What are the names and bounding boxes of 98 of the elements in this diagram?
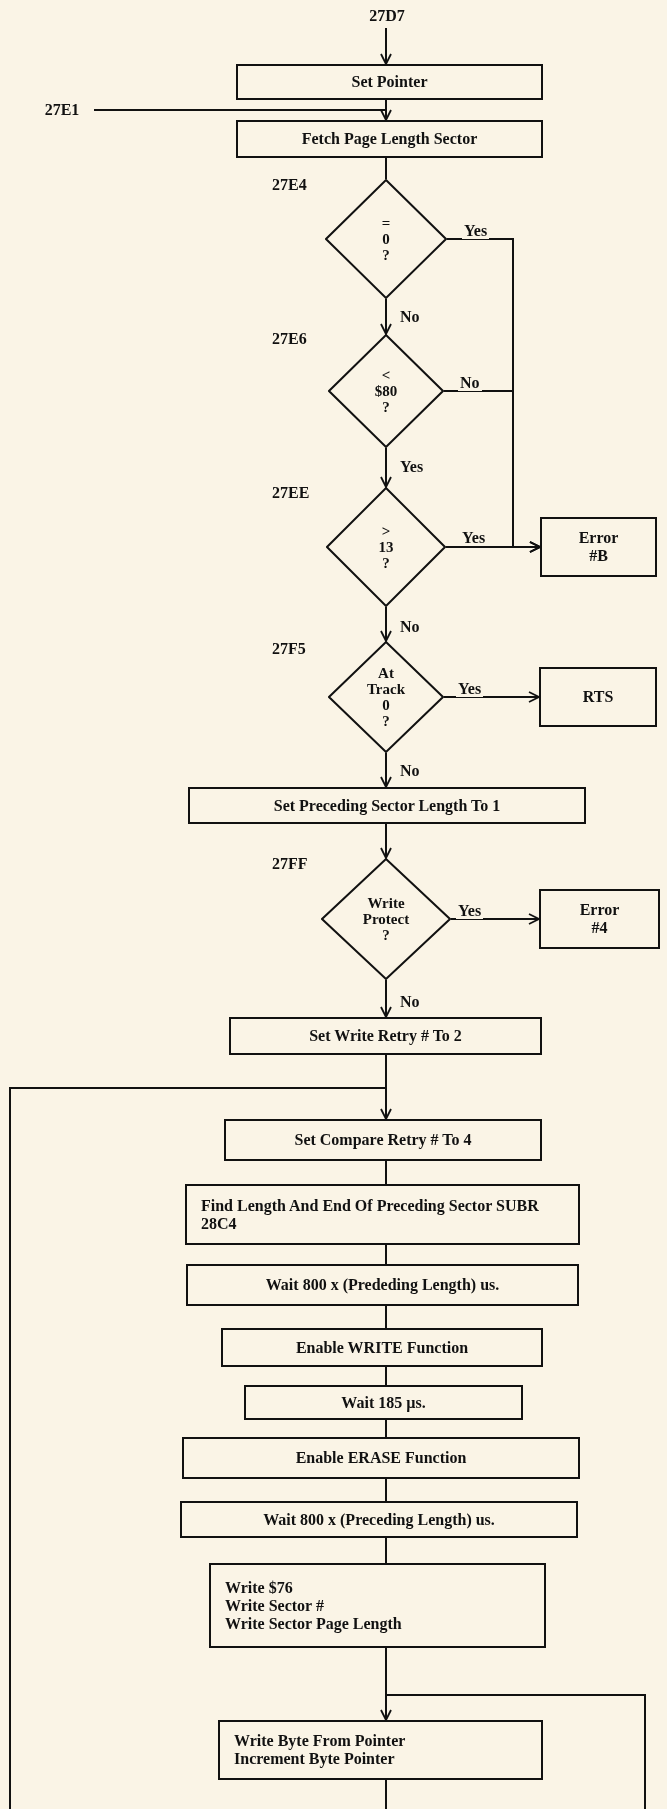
node-text: Write $76: [225, 1578, 293, 1597]
node-text: =: [381, 215, 391, 231]
node-text: #B: [589, 547, 608, 565]
arrow: [380, 447, 392, 488]
decision-diamond: [328, 641, 444, 753]
connector-line: [385, 1244, 387, 1265]
process-box: [540, 517, 657, 577]
node-text: ?: [382, 927, 390, 943]
connector-line: [385, 1419, 387, 1438]
process-box: [229, 1017, 542, 1055]
node-text: Set Pointer: [351, 73, 428, 91]
node-text: RTS: [582, 688, 614, 706]
node-text: Set Write Retry # To 2: [309, 1027, 462, 1045]
address-label: 27FF: [272, 855, 308, 873]
edge-label: Yes: [456, 680, 484, 697]
process-box: [539, 889, 660, 949]
node-text: Error: [578, 529, 619, 547]
process-box: [182, 1437, 580, 1479]
arrow: [380, 823, 392, 859]
node-text: Protect: [362, 911, 410, 927]
node-text: Error: [579, 901, 620, 919]
decision-diamond: [328, 334, 444, 448]
edge-label: No: [398, 308, 422, 325]
process-box: [221, 1328, 543, 1367]
node-text: ?: [382, 399, 390, 415]
arrow: [443, 691, 540, 703]
node-text: #4: [591, 919, 608, 937]
process-box: [209, 1563, 546, 1648]
arrow: [380, 27, 392, 65]
process-box: [539, 667, 657, 727]
node-text: Find Length And End Of Preceding Sector SUBR 28C4: [201, 1196, 540, 1233]
node-text: Write Byte From Pointer: [234, 1732, 406, 1750]
arrow: [380, 1694, 646, 1809]
node-text: Write Sector #: [225, 1596, 324, 1615]
arrow: [445, 541, 541, 553]
node-text: At: [378, 665, 394, 681]
node-text: Increment Byte Pointer: [234, 1750, 395, 1768]
edge-label: No: [398, 993, 422, 1010]
process-box: [236, 64, 543, 100]
process-box: [244, 1385, 523, 1420]
process-box: [185, 1184, 580, 1245]
node-text: 0: [382, 697, 390, 713]
arrow: [380, 979, 392, 1018]
address-label: 27E6: [272, 330, 307, 348]
process-box: [236, 120, 543, 158]
node-text: Wait 800 x (Preceding Length) us.: [263, 1510, 495, 1529]
node-text: 13: [378, 539, 394, 555]
connector-line: [385, 99, 387, 121]
edge-label: No: [398, 762, 422, 779]
connector-line: [385, 1478, 387, 1502]
address-label: 27E1: [30, 98, 94, 122]
node-text: Write Sector Page Length: [225, 1614, 402, 1633]
decision-diamond: [326, 487, 446, 607]
arrow: [93, 109, 392, 121]
process-box: [186, 1264, 579, 1306]
edge-label: Yes: [398, 458, 426, 475]
address-label: 27D7: [355, 4, 419, 28]
edge-label: Yes: [462, 222, 490, 239]
node-text: ?: [382, 555, 390, 571]
node-text: >: [381, 523, 391, 539]
connector-line: [385, 1305, 387, 1329]
edge-label: Yes: [456, 902, 484, 919]
node-text: $80: [374, 383, 398, 399]
node-text: Wait 185 µs.: [341, 1393, 426, 1412]
node-text: Write: [367, 895, 405, 911]
arrow: [380, 752, 392, 788]
edge-label: No: [458, 374, 482, 391]
node-text: Wait 800 x (Prededing Length) us.: [265, 1276, 500, 1294]
decision-diamond: [321, 858, 451, 980]
node-text: 0: [382, 231, 390, 247]
node-text: Track: [366, 681, 406, 697]
node-text: Enable WRITE Function: [295, 1338, 469, 1357]
node-text: ?: [382, 713, 390, 729]
node-text: Set Compare Retry # To 4: [294, 1131, 472, 1149]
node-text: ?: [382, 247, 390, 263]
node-text: Fetch Page Length Sector: [301, 130, 478, 148]
edge-label: Yes: [460, 529, 488, 546]
address-label: 27EE: [272, 484, 310, 502]
node-text: <: [381, 367, 391, 383]
connector-line: [385, 1366, 387, 1386]
node-text: Set Preceding Sector Length To 1: [273, 796, 501, 815]
process-box: [188, 787, 586, 824]
arrow: [380, 606, 392, 642]
node-text: Enable ERASE Function: [295, 1449, 467, 1467]
connector-line: [385, 1779, 387, 1809]
process-box: [224, 1119, 542, 1161]
connector-line: [385, 1537, 387, 1564]
arrow: [450, 913, 540, 925]
decision-diamond: [325, 179, 447, 299]
process-box: [180, 1501, 578, 1538]
process-box: [218, 1720, 543, 1780]
arrow: [9, 1087, 392, 1809]
address-label: 27E4: [272, 176, 307, 194]
address-label: 27F5: [272, 640, 306, 658]
connector-line: [385, 157, 387, 180]
edge-label: No: [398, 618, 422, 635]
arrow: [380, 298, 392, 335]
connector-line: [385, 1160, 387, 1185]
